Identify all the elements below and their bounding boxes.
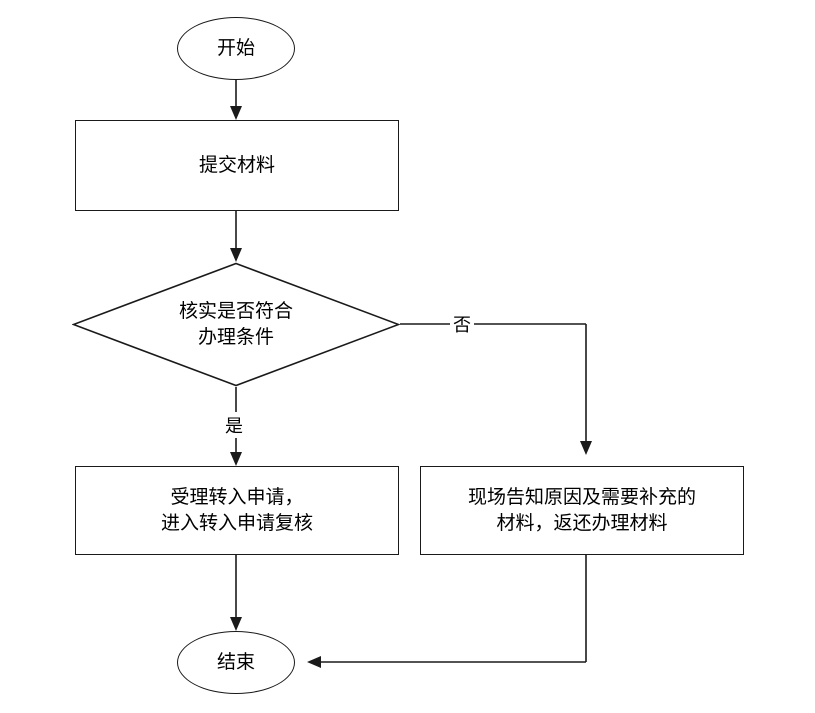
arrowhead-submit-verify [230, 248, 242, 262]
node-verify-decision[interactable]: 核实是否符合 办理条件 [72, 262, 400, 387]
node-accept-transfer[interactable]: 受理转入申请， 进入转入申请复核 [75, 466, 399, 555]
node-inform-reason[interactable]: 现场告知原因及需要补充的 材料，返还办理材料 [420, 466, 744, 555]
node-inform-reason-line2: 材料，返还办理材料 [496, 512, 668, 534]
node-end[interactable]: 结束 [177, 631, 295, 694]
node-inform-reason-line1: 现场告知原因及需要补充的 [467, 486, 696, 508]
edge-label-no: 否 [450, 311, 474, 337]
node-verify-decision-label: 核实是否符合 办理条件 [72, 299, 400, 350]
node-submit-materials-label: 提交材料 [198, 154, 275, 176]
node-submit-materials[interactable]: 提交材料 [75, 120, 399, 211]
node-accept-transfer-line1: 受理转入申请， [170, 486, 304, 508]
node-verify-decision-line2: 办理条件 [197, 326, 274, 348]
node-end-label: 结束 [216, 651, 255, 673]
arrowhead-inform-end [307, 656, 321, 668]
arrowhead-verify-accept [230, 452, 242, 466]
arrowhead-accept-end [230, 617, 242, 631]
decision-diamond-shape [72, 262, 400, 387]
arrowhead-verify-inform [580, 441, 592, 455]
node-accept-transfer-line2: 进入转入申请复核 [160, 512, 313, 534]
node-verify-decision-line1: 核实是否符合 [178, 300, 293, 322]
edge-label-yes: 是 [222, 412, 246, 438]
node-start-label: 开始 [216, 37, 255, 59]
arrowhead-start-submit [230, 106, 242, 120]
node-start[interactable]: 开始 [177, 17, 295, 80]
